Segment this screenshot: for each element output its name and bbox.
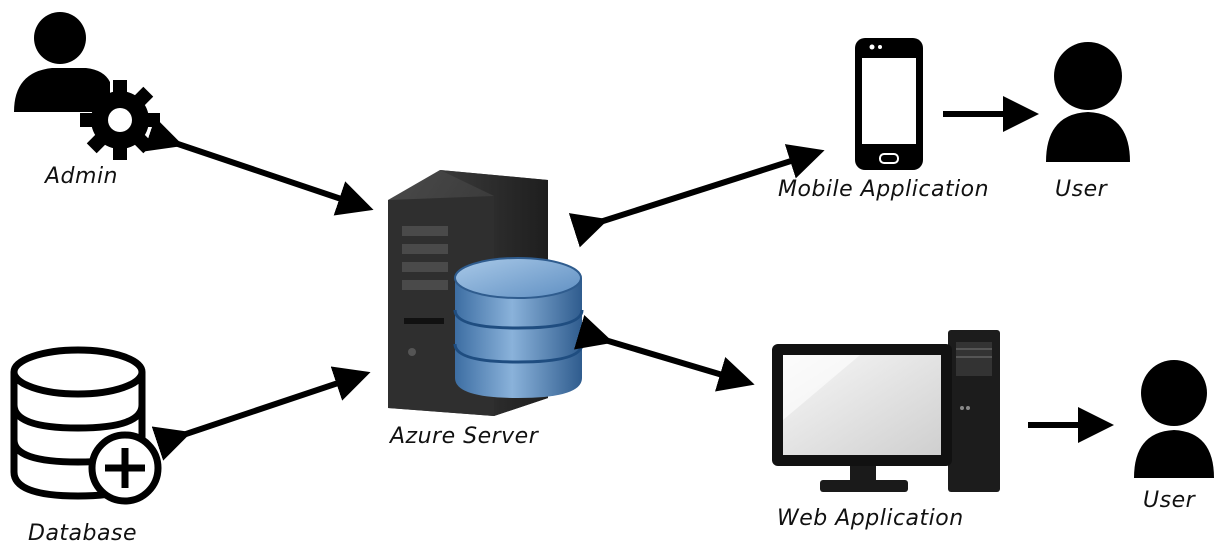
azure-server-label: Azure Server xyxy=(390,424,539,449)
connectors xyxy=(143,96,1114,461)
arrow-database-server xyxy=(151,366,371,461)
mobile-app-label: Mobile Application xyxy=(778,177,990,202)
user-icon xyxy=(1134,360,1214,478)
desktop-computer-icon xyxy=(772,330,1000,492)
arrow-server-web xyxy=(573,315,755,392)
arrow-server-mobile xyxy=(568,144,825,248)
smartphone-icon xyxy=(855,38,923,170)
user-icon xyxy=(1046,42,1130,162)
database-add-icon xyxy=(10,346,162,505)
admin-label: Admin xyxy=(45,164,119,189)
user-mobile-label: User xyxy=(1055,177,1108,202)
admin-gear-icon xyxy=(14,12,160,160)
user-web-label: User xyxy=(1143,488,1196,513)
server-database-icon xyxy=(388,170,584,416)
web-app-label: Web Application xyxy=(777,506,964,531)
arrow-admin-server xyxy=(143,117,374,216)
database-label: Database xyxy=(28,521,137,546)
